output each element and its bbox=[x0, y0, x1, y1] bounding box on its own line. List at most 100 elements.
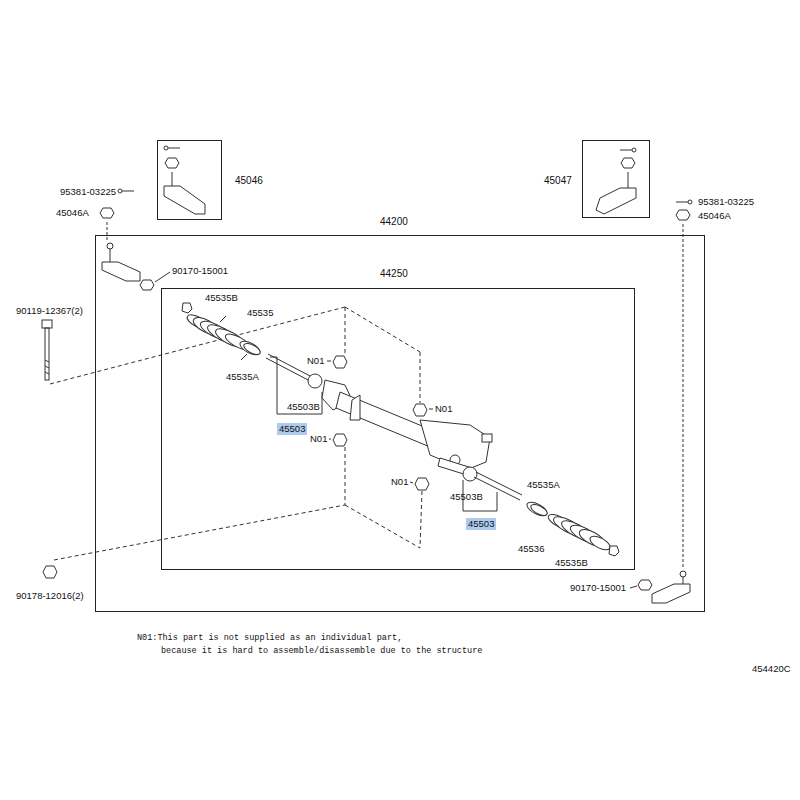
mounting-nuts bbox=[327, 361, 331, 362]
note-marker: N01 bbox=[307, 355, 324, 367]
right-boot bbox=[588, 533, 612, 552]
part-number: 44200 bbox=[380, 216, 408, 227]
note-marker: N01 bbox=[391, 476, 408, 488]
right-tie-rod-end bbox=[688, 200, 692, 204]
right-tie-rod-end bbox=[630, 586, 637, 588]
part-number: 45047 bbox=[544, 175, 572, 186]
part-number: 45503B bbox=[450, 491, 483, 503]
left-tie-rod-end bbox=[100, 189, 170, 290]
tie-rod-end-45047 bbox=[628, 172, 629, 188]
footnote: N01:This part is not supplied as an indi… bbox=[137, 632, 402, 644]
part-number: 45535B bbox=[205, 292, 238, 304]
part-number: 45535A bbox=[226, 371, 259, 383]
part-number: 95381-03225 bbox=[60, 186, 116, 198]
mounting-nuts bbox=[333, 356, 347, 368]
right-tie-rod bbox=[463, 467, 522, 511]
mounting-nuts bbox=[329, 439, 331, 440]
left-tie-rod bbox=[266, 358, 310, 381]
mounting-bolts bbox=[345, 307, 346, 355]
tie-rod-end-45046 bbox=[168, 148, 180, 149]
tie-rod-end-45046 bbox=[165, 158, 179, 168]
part-number: 45535 bbox=[247, 307, 273, 319]
part-number: 90170-15001 bbox=[172, 265, 228, 277]
left-tie-rod-end bbox=[100, 208, 114, 218]
tie-rod-end-45047 bbox=[621, 158, 635, 168]
right-boot bbox=[609, 546, 619, 556]
left-tie-rod-end bbox=[140, 280, 154, 290]
tie-rod-end-45046 bbox=[164, 186, 205, 214]
right-tie-rod-end bbox=[683, 224, 684, 568]
left-tie-rod bbox=[308, 374, 322, 388]
mounting-bolts bbox=[43, 566, 57, 578]
left-tie-rod-end bbox=[118, 189, 122, 193]
mounting-bolts bbox=[42, 307, 422, 578]
part-number: 45046A bbox=[56, 207, 89, 219]
part-number: 45535A bbox=[527, 479, 560, 491]
right-tie-rod-end bbox=[676, 210, 690, 220]
left-boot bbox=[242, 341, 262, 357]
part-number: 45536 bbox=[518, 543, 544, 555]
tie-rod-end-45046 bbox=[164, 146, 168, 150]
right-tie-rod bbox=[476, 472, 522, 495]
left-boot bbox=[220, 316, 226, 322]
mounting-bolts bbox=[420, 352, 421, 403]
rack-housing bbox=[322, 380, 492, 476]
tie-rod-end-45047 bbox=[596, 188, 636, 214]
mounting-bolts bbox=[54, 505, 345, 560]
part-number: 90170-15001 bbox=[570, 582, 626, 594]
mounting-nuts bbox=[410, 482, 413, 483]
right-tie-rod-end bbox=[630, 200, 692, 603]
tie-rod-end-45047 bbox=[632, 148, 636, 152]
part-number: 44250 bbox=[380, 268, 408, 279]
tie-rod-end-45047 bbox=[596, 148, 636, 214]
right-tie-rod-end bbox=[676, 202, 688, 203]
mounting-nuts bbox=[333, 434, 347, 446]
right-tie-rod-end bbox=[683, 577, 684, 584]
mounting-bolts bbox=[45, 328, 49, 380]
mounting-bolts bbox=[420, 491, 422, 548]
mounting-bolts bbox=[42, 320, 52, 328]
mounting-bolts bbox=[345, 447, 346, 505]
mounting-bolts bbox=[50, 307, 422, 560]
right-tie-rod-end bbox=[680, 571, 686, 577]
left-tie-rod-end bbox=[107, 243, 113, 249]
part-group-box: 45047 bbox=[582, 140, 650, 218]
part-number: 95381-03225 bbox=[698, 196, 754, 208]
note-marker: N01 bbox=[435, 403, 452, 415]
right-tie-rod bbox=[463, 467, 477, 481]
mounting-bolts bbox=[345, 307, 420, 352]
left-boot bbox=[182, 303, 192, 313]
mounting-bolts bbox=[345, 505, 420, 548]
left-tie-rod-end bbox=[122, 191, 134, 192]
left-boot bbox=[241, 354, 247, 360]
left-tie-rod-end bbox=[155, 272, 170, 282]
left-boot bbox=[238, 338, 262, 357]
mounting-bolts bbox=[45, 366, 49, 368]
rack-housing bbox=[482, 434, 492, 442]
left-tie-rod-end bbox=[110, 249, 111, 262]
part-number: 45046A bbox=[698, 210, 731, 222]
mounting-bolts bbox=[45, 372, 49, 374]
mounting-nuts bbox=[415, 478, 429, 490]
mounting-nuts bbox=[413, 404, 427, 416]
tie-rod-end-45047 bbox=[620, 150, 632, 151]
right-tie-rod-end bbox=[652, 584, 690, 603]
left-tie-rod-end bbox=[107, 222, 108, 240]
right-tie-rod-end bbox=[638, 580, 652, 590]
highlighted-part-number: 45503 bbox=[277, 423, 307, 435]
part-number: 90178-12016(2) bbox=[16, 590, 84, 602]
rack-housing bbox=[350, 395, 360, 420]
right-boot bbox=[529, 502, 549, 518]
diagram-code: 454420C bbox=[752, 663, 791, 675]
note-marker: N01 bbox=[310, 433, 327, 445]
mounting-nuts bbox=[429, 409, 433, 410]
highlighted-part-number: 45503 bbox=[466, 518, 496, 530]
tie-rod-end-45046 bbox=[172, 172, 173, 186]
tie-rod-end-45046 bbox=[164, 146, 205, 214]
assembly-box: 4420044250 bbox=[95, 235, 705, 612]
left-tie-rod-end bbox=[102, 262, 140, 281]
right-boot bbox=[525, 499, 549, 518]
part-number: 45503B bbox=[287, 401, 320, 413]
subassembly-box: 44250 bbox=[161, 288, 635, 570]
